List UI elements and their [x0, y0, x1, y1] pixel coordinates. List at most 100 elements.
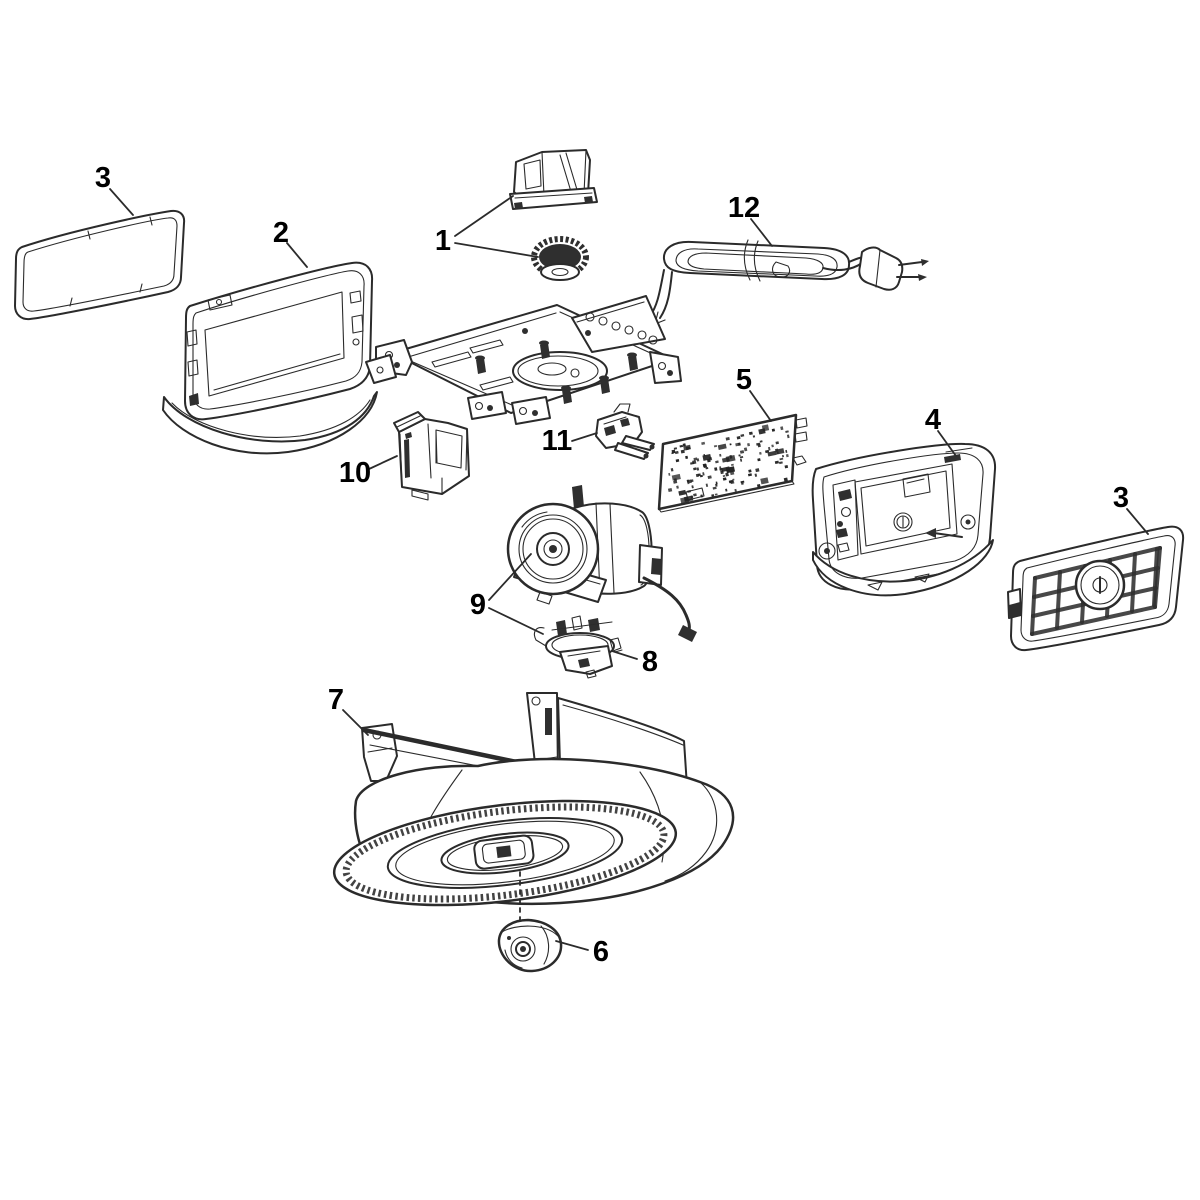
pcb-component [693, 457, 698, 461]
leader-line-end-panel-right [937, 430, 957, 457]
pcb-component [784, 465, 789, 469]
pcb-component [702, 472, 705, 476]
pcb-component [785, 449, 788, 453]
pcb-component [771, 444, 774, 448]
callout-label-power-cord: 12 [728, 192, 760, 224]
leader-line-motor-retainer [611, 650, 638, 660]
pcb-component [781, 454, 785, 458]
leader-line-grille-panel-right [1126, 508, 1149, 535]
pcb-component [715, 483, 718, 487]
pcb-component [739, 458, 743, 462]
pcb-component [722, 474, 726, 478]
pcb-component [732, 478, 735, 481]
pcb-component [725, 488, 728, 492]
pcb-component [740, 433, 745, 438]
pcb-component [670, 468, 674, 472]
part-power-cord [626, 239, 929, 325]
pcb-component [780, 426, 784, 431]
pcb-component [680, 496, 690, 504]
pcb-component [691, 485, 694, 489]
pcb-component [725, 472, 729, 477]
callout-label-bracket-box: 10 [339, 457, 371, 489]
callout-label-motor-retainer: 8 [642, 646, 658, 678]
part-grille-panel-right [1007, 525, 1185, 652]
pcb-component [719, 453, 722, 457]
pcb-component [688, 446, 691, 450]
pcb-component [771, 428, 776, 432]
callout-label-capacitor-and-gear: 1 [435, 225, 451, 257]
pcb-component [740, 480, 745, 484]
pcb-component [739, 450, 745, 454]
pcb-component [693, 493, 697, 497]
pcb-component [674, 450, 679, 455]
leader-line-main-housing [342, 709, 369, 736]
pcb-component [767, 446, 771, 451]
pcb-component [685, 446, 689, 451]
part-limit-switch [595, 403, 655, 460]
pcb-component [759, 451, 762, 455]
pcb-component [685, 455, 689, 459]
leader-line-capacitor-and-gear [454, 195, 514, 237]
pcb-component [671, 473, 681, 481]
pcb-component [725, 437, 730, 441]
pcb-component [783, 477, 788, 482]
pcb-component [714, 467, 718, 471]
pcb-component [678, 489, 687, 496]
pcb-component [778, 461, 783, 465]
leader-line-bracket-box [368, 455, 398, 470]
callout-label-main-housing: 7 [328, 684, 344, 716]
pcb-component [706, 458, 711, 463]
pcb-component [705, 467, 709, 470]
pcb-component [735, 442, 739, 447]
part-lens-panel-left [14, 209, 186, 321]
pcb-component [754, 473, 758, 477]
pcb-components [667, 424, 790, 504]
pcb-component [779, 457, 784, 461]
pcb-component [725, 455, 736, 463]
callout-label-light-socket-cover: 6 [593, 936, 609, 968]
pcb-component [696, 458, 700, 462]
part-logic-board [657, 413, 808, 513]
pcb-component [705, 483, 709, 488]
part-chassis-plate [365, 295, 682, 425]
pcb-component [775, 441, 779, 445]
part-capacitor-and-gear [509, 149, 598, 281]
pcb-component [721, 466, 731, 472]
pcb-component [774, 460, 779, 465]
leader-line-capacitor-and-gear [454, 242, 539, 258]
leader-line-limit-switch [571, 432, 598, 442]
pcb-component [743, 447, 748, 452]
callout-label-end-cap-left: 2 [273, 217, 289, 249]
pcb-component [690, 495, 694, 499]
callout-label-grille-panel-right: 3 [1113, 482, 1129, 514]
pcb-component [682, 443, 686, 447]
pcb-component [701, 441, 706, 445]
pcb-component [785, 454, 789, 458]
chassis-studs [475, 340, 638, 404]
pcb-component [720, 470, 724, 475]
pcb-component [675, 458, 680, 463]
callout-label-logic-board: 5 [736, 364, 752, 396]
callout-label-motor-assembly: 9 [470, 589, 486, 621]
pcb-component [736, 435, 741, 440]
pcb-component [761, 424, 770, 432]
pcb-component [776, 451, 779, 455]
pcb-component [693, 467, 697, 471]
part-end-cap-left [162, 261, 378, 455]
part-end-panel-right [811, 442, 997, 597]
pcb-component [667, 487, 673, 492]
leader-line-motor-assembly [488, 553, 532, 601]
pcb-component [759, 440, 763, 443]
pcb-component [696, 467, 700, 471]
leader-line-logic-board [749, 390, 772, 422]
pcb-component [668, 472, 671, 476]
leader-line-lens-panel-left [109, 188, 134, 216]
pcb-component [676, 485, 679, 489]
pcb-component [713, 444, 718, 448]
callout-label-end-panel-right: 4 [925, 404, 941, 436]
pcb-component [737, 442, 741, 446]
pcb-component [756, 442, 761, 446]
pcb-component [680, 449, 685, 454]
part-bracket-box [393, 411, 470, 501]
